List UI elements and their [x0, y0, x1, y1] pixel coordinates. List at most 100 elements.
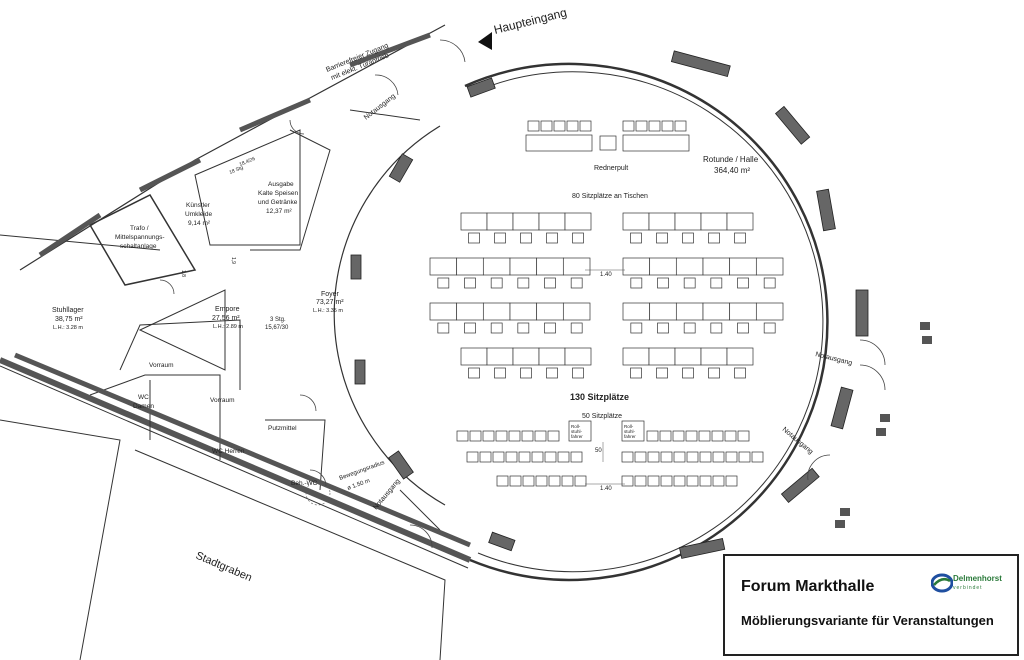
table [700, 347, 728, 366]
wheelchair-label-b1: Roll- [624, 424, 634, 429]
stg-label: 3 Stg. [270, 317, 286, 323]
notausgang-label-4: Notausgang [372, 478, 402, 512]
chair [630, 367, 642, 379]
chair [647, 475, 660, 487]
chair [737, 277, 749, 289]
chair [646, 430, 659, 442]
chair [520, 232, 532, 244]
table [509, 302, 538, 321]
table [536, 302, 564, 321]
chair [698, 430, 711, 442]
table [729, 302, 757, 321]
chair [544, 322, 556, 334]
table [460, 347, 488, 366]
chair [710, 277, 723, 289]
wheelchair-label-a2: stuhl- [571, 429, 583, 434]
chair [566, 120, 579, 132]
chair [710, 322, 723, 334]
chair [699, 451, 712, 463]
chair [712, 475, 725, 487]
chair [572, 232, 584, 244]
rotunda-pillars [350, 50, 869, 559]
chair [682, 232, 694, 244]
chair [495, 430, 508, 442]
chair [673, 475, 686, 487]
chair [699, 475, 712, 487]
rednerpult-label: Rednerpult [594, 165, 628, 172]
table [512, 212, 540, 231]
chair [469, 430, 482, 442]
dim-50: 50 [595, 448, 602, 454]
chair [527, 120, 540, 132]
chair [630, 277, 643, 289]
table [429, 302, 458, 321]
chair [737, 322, 749, 334]
chair [496, 475, 509, 487]
chair [522, 475, 535, 487]
chair [490, 277, 503, 289]
stg2-label: 18 Stg [229, 165, 245, 176]
ausgabe-label: Ausgabe [268, 181, 294, 188]
stadtgraben-label: Stadtgraben [194, 550, 254, 584]
stuhllager-area: 38,75 m² [55, 316, 83, 323]
chair [635, 120, 648, 132]
chair [570, 451, 583, 463]
chair [544, 277, 556, 289]
logo-subtext: verbindet [953, 585, 983, 591]
rotunde-label: Rotunde / Halle [703, 155, 759, 164]
chair [630, 232, 642, 244]
ausgabe-label-2: Kalte Speisen [258, 190, 298, 197]
chair [630, 322, 643, 334]
dim-18-label: 1,8 [180, 270, 186, 277]
table [675, 257, 704, 276]
chair [725, 475, 738, 487]
table [509, 257, 538, 276]
dim-140-a: 1.40 [600, 272, 612, 278]
vorraum-label-2: Vorraum [210, 397, 235, 404]
chair [466, 451, 479, 463]
table [726, 212, 754, 231]
table [482, 257, 511, 276]
chair [660, 451, 673, 463]
wc-damen-label-2: Damen [133, 403, 154, 410]
plan-subtitle: Möblierungsvariante für Veranstaltungen [741, 613, 994, 628]
chair [682, 367, 694, 379]
chair [508, 430, 521, 442]
chair [490, 322, 503, 334]
dimension-lines [585, 269, 625, 485]
chair [572, 367, 584, 379]
chair [738, 451, 751, 463]
table [562, 257, 591, 276]
lectern [599, 135, 617, 151]
table [755, 257, 784, 276]
table [538, 347, 566, 366]
chair [505, 451, 518, 463]
bewegung-label: Bewegungsradius [339, 460, 386, 482]
chair [492, 451, 505, 463]
chair [437, 277, 450, 289]
table [622, 347, 650, 366]
table [702, 302, 731, 321]
chair [751, 451, 764, 463]
delmenhorst-logo: Delmenhorst verbindet [931, 572, 1009, 598]
chair [673, 451, 686, 463]
table [429, 257, 458, 276]
furniture [429, 120, 784, 487]
wheelchair-label-b2: stuhl- [624, 429, 636, 434]
chair [657, 322, 669, 334]
table [674, 347, 702, 366]
table [486, 212, 514, 231]
chair [574, 475, 587, 487]
chair [686, 451, 699, 463]
city-logo-icon [931, 573, 953, 593]
chair [468, 367, 480, 379]
table [649, 302, 677, 321]
table [622, 134, 690, 152]
chair [725, 451, 738, 463]
table [564, 347, 592, 366]
wheelchair-spots: Roll- stuhl- fahrer Roll- stuhl- fahrer [568, 420, 645, 442]
wheelchair-label-b3: fahrer [624, 434, 636, 439]
chair [763, 277, 776, 289]
chair [546, 367, 558, 379]
chair [561, 475, 574, 487]
